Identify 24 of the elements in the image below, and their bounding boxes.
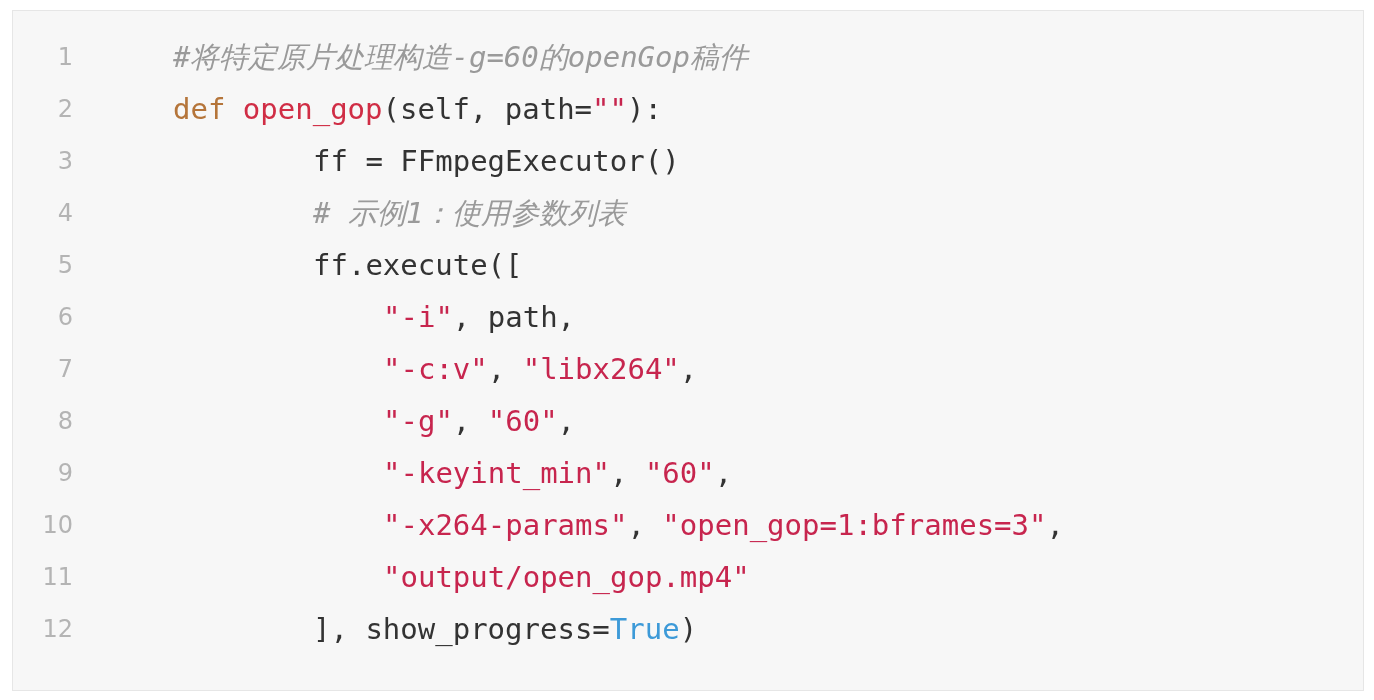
- line-number: 10: [41, 510, 73, 541]
- code-line: ff = FFmpegExecutor(): [313, 143, 680, 180]
- line-number: 11: [41, 562, 73, 593]
- line-number: 6: [56, 302, 73, 333]
- code-line: "-keyint_min", "60",: [383, 455, 733, 492]
- line-number: 2: [56, 94, 73, 125]
- line-number: 3: [56, 146, 73, 177]
- code-line: "-c:v", "libx264",: [383, 351, 698, 388]
- code-line: ff.execute([: [313, 247, 523, 284]
- line-number: 8: [56, 406, 73, 437]
- line-number: 4: [56, 198, 73, 229]
- code-comment: #将特定原片处理构造-g=60的openGop稿件: [173, 39, 748, 76]
- line-number: 9: [56, 458, 73, 489]
- line-number: 12: [41, 614, 73, 645]
- line-number: 7: [56, 354, 73, 385]
- code-line: def open_gop(self, path=""):: [173, 91, 662, 128]
- code-line: "output/open_gop.mp4": [383, 559, 750, 596]
- code-line: "-x264-params", "open_gop=1:bframes=3",: [383, 507, 1064, 544]
- code-line: ], show_progress=True): [313, 611, 698, 648]
- code-line: "-g", "60",: [383, 403, 576, 440]
- line-number: 5: [56, 250, 73, 281]
- code-comment: # 示例1：使用参数列表: [313, 195, 627, 232]
- line-number: 1: [56, 42, 73, 73]
- code-line: "-i", path,: [383, 299, 576, 336]
